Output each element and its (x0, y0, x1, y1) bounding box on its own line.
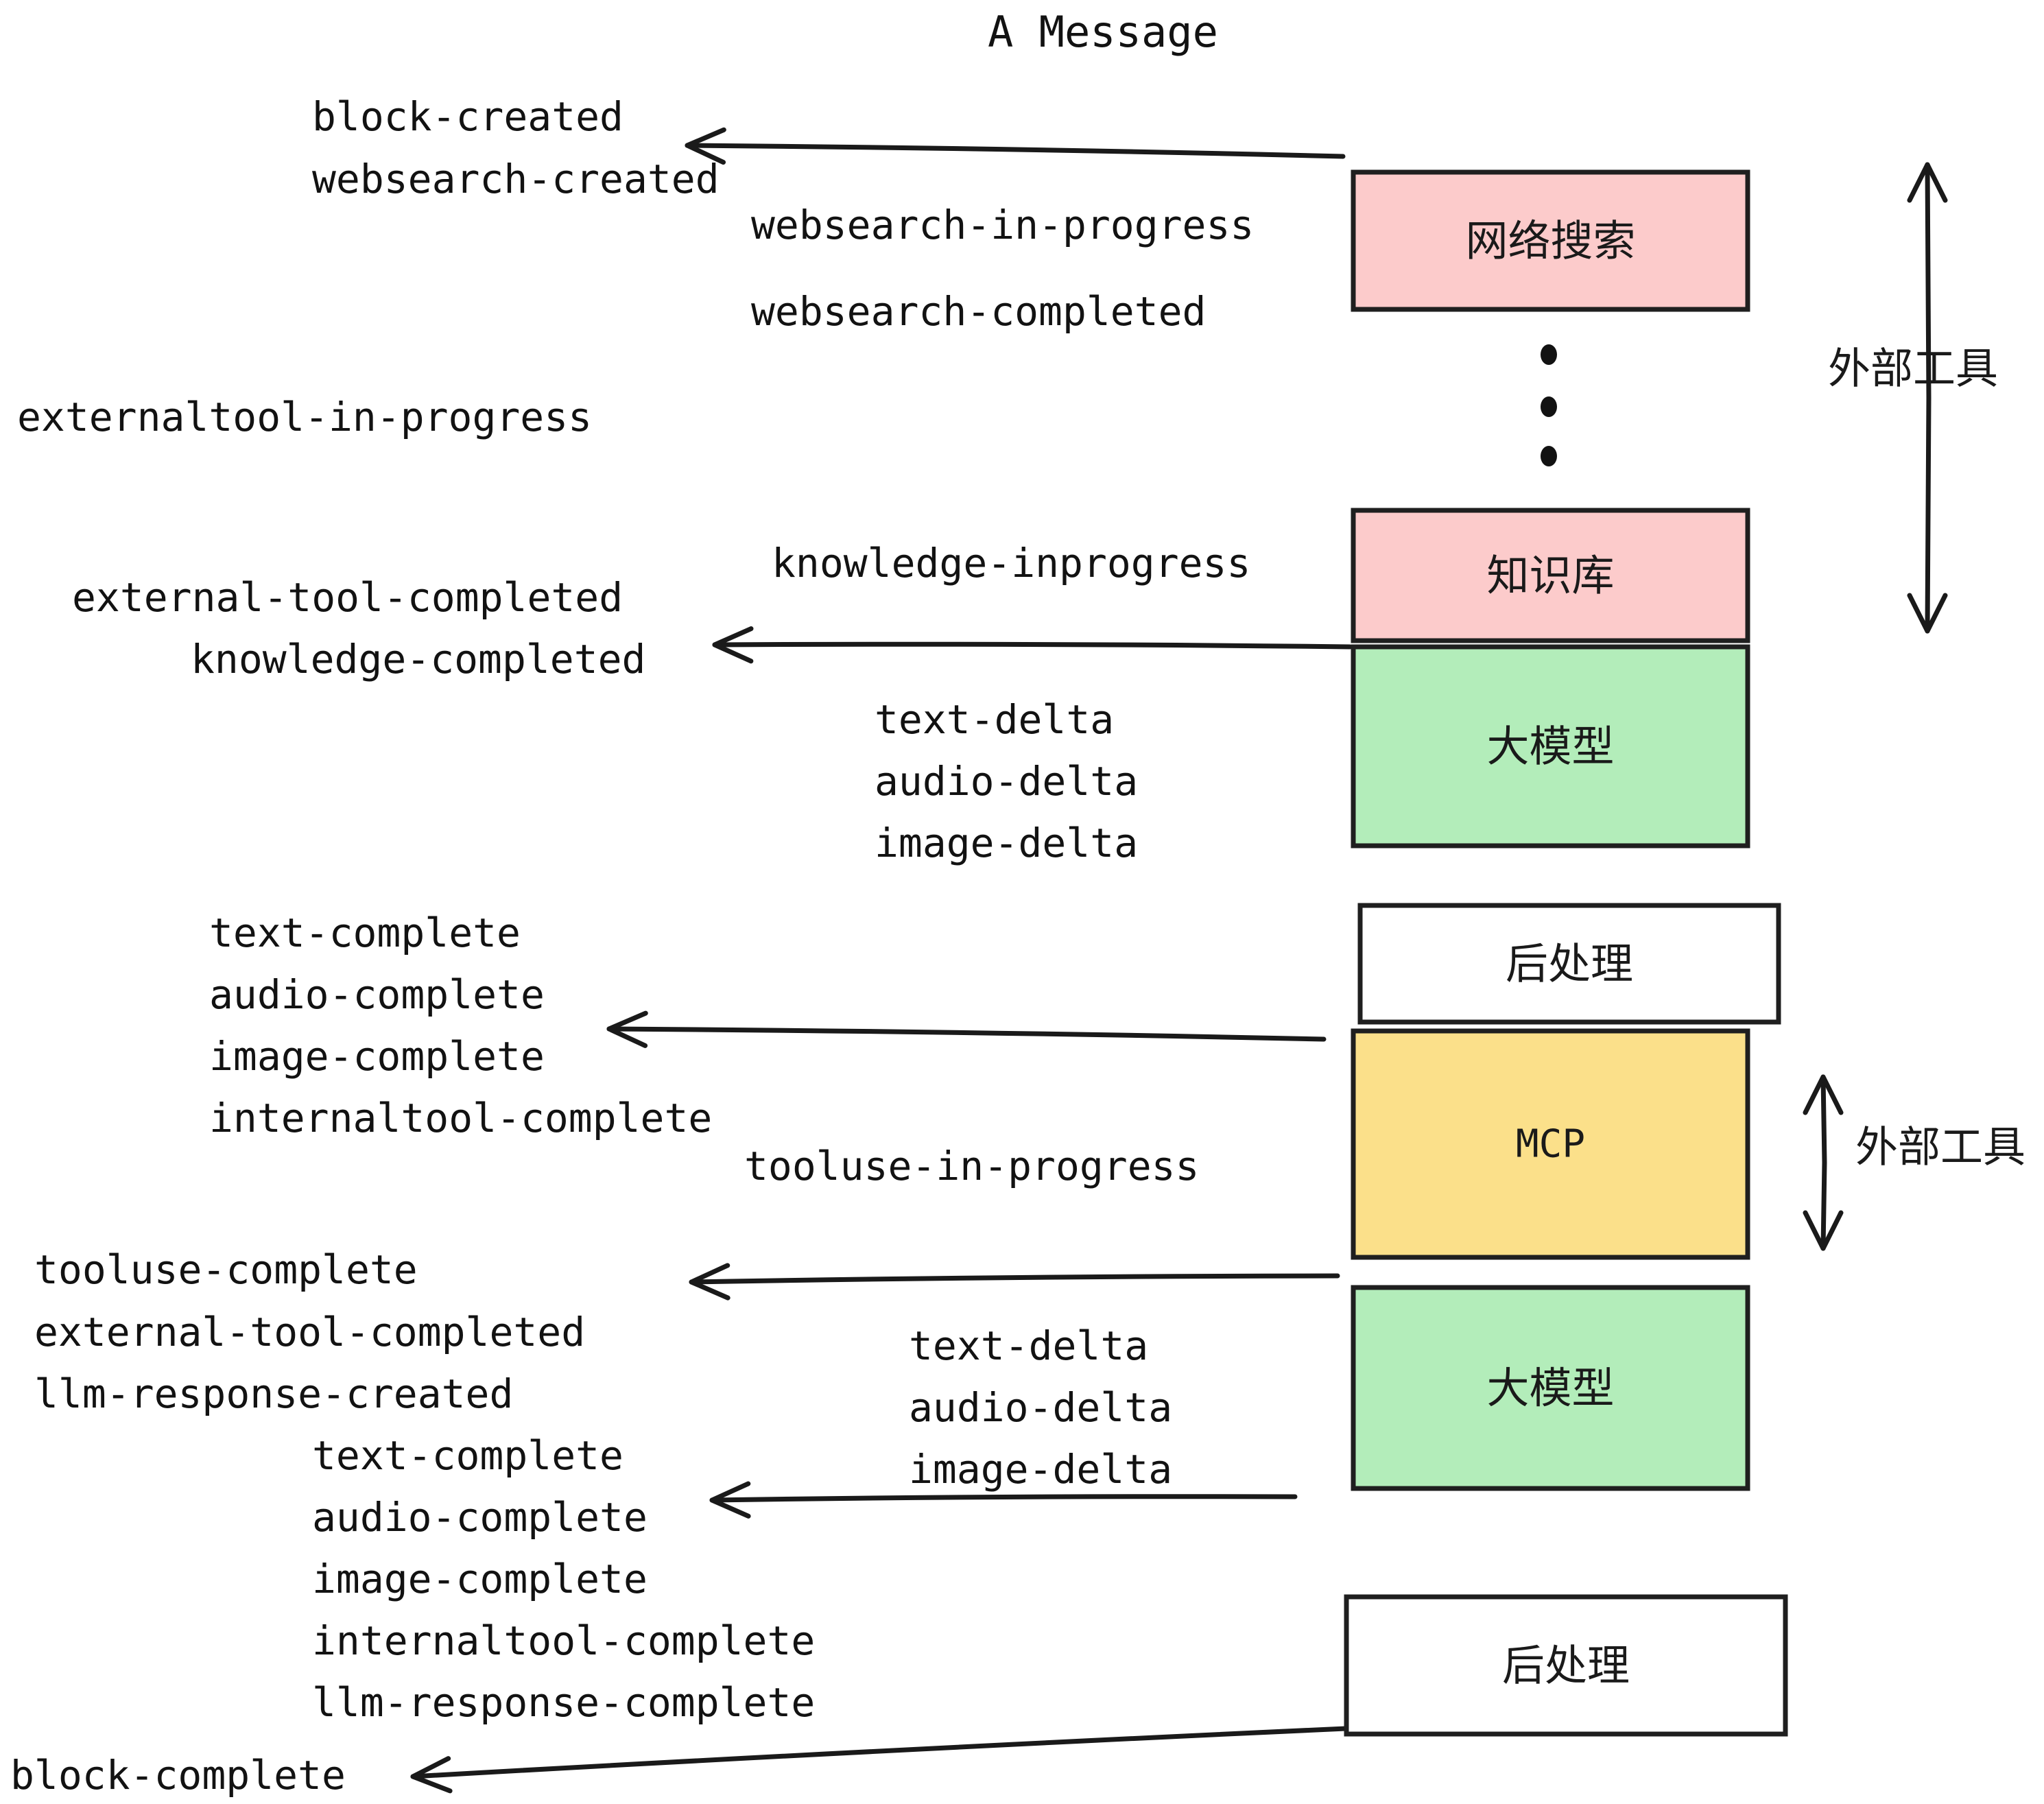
node-label-mcp: MCP (1516, 1122, 1585, 1167)
arrow-shaft (712, 641, 1353, 650)
event-label-image-delta-1: image-delta (875, 820, 1138, 866)
arrow-block-created-arrow (685, 127, 1346, 165)
arrow-head (712, 626, 754, 664)
node-label-llm-1: 大模型 (1486, 722, 1614, 772)
arrow-audio-complete-arrow (709, 1481, 1298, 1519)
event-label-externaltool-in-progress: externaltool-in-progress (17, 394, 592, 440)
event-label-websearch-in-progress: websearch-in-progress (751, 202, 1254, 248)
range-arrow-head-bottom (1803, 1210, 1844, 1251)
flow-arrow-layer (410, 127, 1353, 1794)
event-label-llm-response-created: llm-response-created (34, 1370, 513, 1417)
event-label-image-complete-2: image-complete (312, 1556, 647, 1602)
arrow-shaft (709, 1494, 1298, 1503)
range-arrow-shaft (1820, 1074, 1827, 1251)
node-llm-1: 大模型 (1351, 644, 1750, 848)
event-label-layer: block-created websearch-created websearch-… (10, 93, 1254, 1799)
node-postprocess-2: 后处理 (1344, 1594, 1788, 1737)
event-label-block-complete: block-complete (10, 1752, 346, 1799)
event-label-internaltool-complete-2: internaltool-complete (312, 1617, 815, 1664)
event-label-audio-delta-1: audio-delta (875, 758, 1138, 805)
event-label-knowledge-completed: knowledge-completed (191, 636, 645, 683)
node-box-postprocess-2 (1344, 1594, 1788, 1737)
event-label-image-complete-1: image-complete (209, 1033, 545, 1080)
side-label-external-tools-bottom: 外部工具 (1855, 1122, 2025, 1172)
node-mcp: MCP (1351, 1028, 1750, 1260)
node-postprocess-1: 后处理 (1357, 903, 1781, 1025)
arrow-tooluse-complete-arrow (689, 1263, 1340, 1301)
event-label-tooluse-complete: tooluse-complete (34, 1246, 418, 1293)
arrow-head (410, 1756, 453, 1794)
event-label-knowledge-inprogress: knowledge-inprogress (772, 540, 1250, 586)
event-label-audio-complete-2: audio-complete (312, 1494, 647, 1541)
page-title: A Message (988, 7, 1218, 57)
event-label-websearch-completed: websearch-completed (751, 288, 1206, 335)
node-knowledge-base: 知识库 (1351, 508, 1750, 643)
event-label-text-delta-1: text-delta (875, 696, 1114, 743)
side-label-external-tools-top: 外部工具 (1828, 344, 1998, 394)
arrow-head (685, 127, 726, 165)
event-label-block-created: block-created (312, 93, 623, 140)
node-label-llm-2: 大模型 (1486, 1363, 1614, 1413)
arrow-head (606, 1010, 648, 1048)
range-arrow-head-top (1803, 1074, 1844, 1115)
event-label-text-complete-2: text-complete (312, 1432, 623, 1479)
ellipsis-dot-1 (1541, 344, 1557, 365)
event-label-audio-delta-2: audio-delta (909, 1384, 1172, 1431)
arrow-shaft (685, 143, 1346, 159)
arrow-image-complete-arrow (606, 1010, 1327, 1048)
node-label-postprocess-1: 后处理 (1506, 939, 1633, 989)
range-arrow-layer (1803, 162, 1948, 1251)
range-arrow-head-top (1907, 162, 1948, 203)
event-label-internaltool-complete-1: internaltool-complete (209, 1095, 712, 1141)
node-box-knowledge-base (1351, 508, 1750, 643)
arrow-shaft (606, 1026, 1327, 1042)
node-box-postprocess-1 (1357, 903, 1781, 1025)
arrow-shaft (689, 1273, 1340, 1285)
node-box-mcp (1351, 1028, 1750, 1260)
range-arrow-external-tools-top-arrow (1907, 162, 1948, 634)
event-label-llm-response-complete: llm-response-complete (312, 1679, 815, 1726)
arrow-head (709, 1481, 751, 1519)
event-label-audio-complete-1: audio-complete (209, 971, 545, 1018)
event-label-websearch-created: websearch-created (312, 156, 720, 202)
event-label-text-complete-1: text-complete (209, 910, 521, 956)
arrow-block-complete-arrow (410, 1726, 1348, 1794)
ellipsis-dot-3 (1541, 446, 1557, 466)
node-box-llm-2 (1351, 1285, 1750, 1491)
event-label-external-tool-completed: external-tool-completed (72, 574, 623, 621)
range-arrow-shaft (1925, 162, 1932, 634)
node-llm-2: 大模型 (1351, 1285, 1750, 1491)
node-label-websearch: 网络搜索 (1465, 216, 1635, 266)
range-arrow-head-bottom (1907, 593, 1948, 634)
arrow-head (689, 1263, 730, 1301)
ellipsis-dots (1541, 344, 1557, 466)
arrow-knowledge-completed-arrow (712, 626, 1353, 664)
node-label-postprocess-2: 后处理 (1502, 1641, 1630, 1691)
range-arrow-external-tools-bottom-arrow (1803, 1074, 1844, 1251)
node-box-llm-1 (1351, 644, 1750, 848)
event-label-text-delta-2: text-delta (909, 1322, 1148, 1369)
arrow-shaft (410, 1726, 1348, 1779)
event-label-external-tool-completed-2: external-tool-completed (34, 1309, 585, 1355)
node-label-knowledge-base: 知识库 (1486, 551, 1614, 601)
event-label-tooluse-in-progress: tooluse-in-progress (744, 1143, 1199, 1189)
node-box-websearch (1351, 169, 1750, 312)
ellipsis-dot-2 (1541, 396, 1557, 417)
event-label-image-delta-2: image-delta (909, 1446, 1172, 1493)
node-websearch: 网络搜索 (1351, 169, 1750, 312)
